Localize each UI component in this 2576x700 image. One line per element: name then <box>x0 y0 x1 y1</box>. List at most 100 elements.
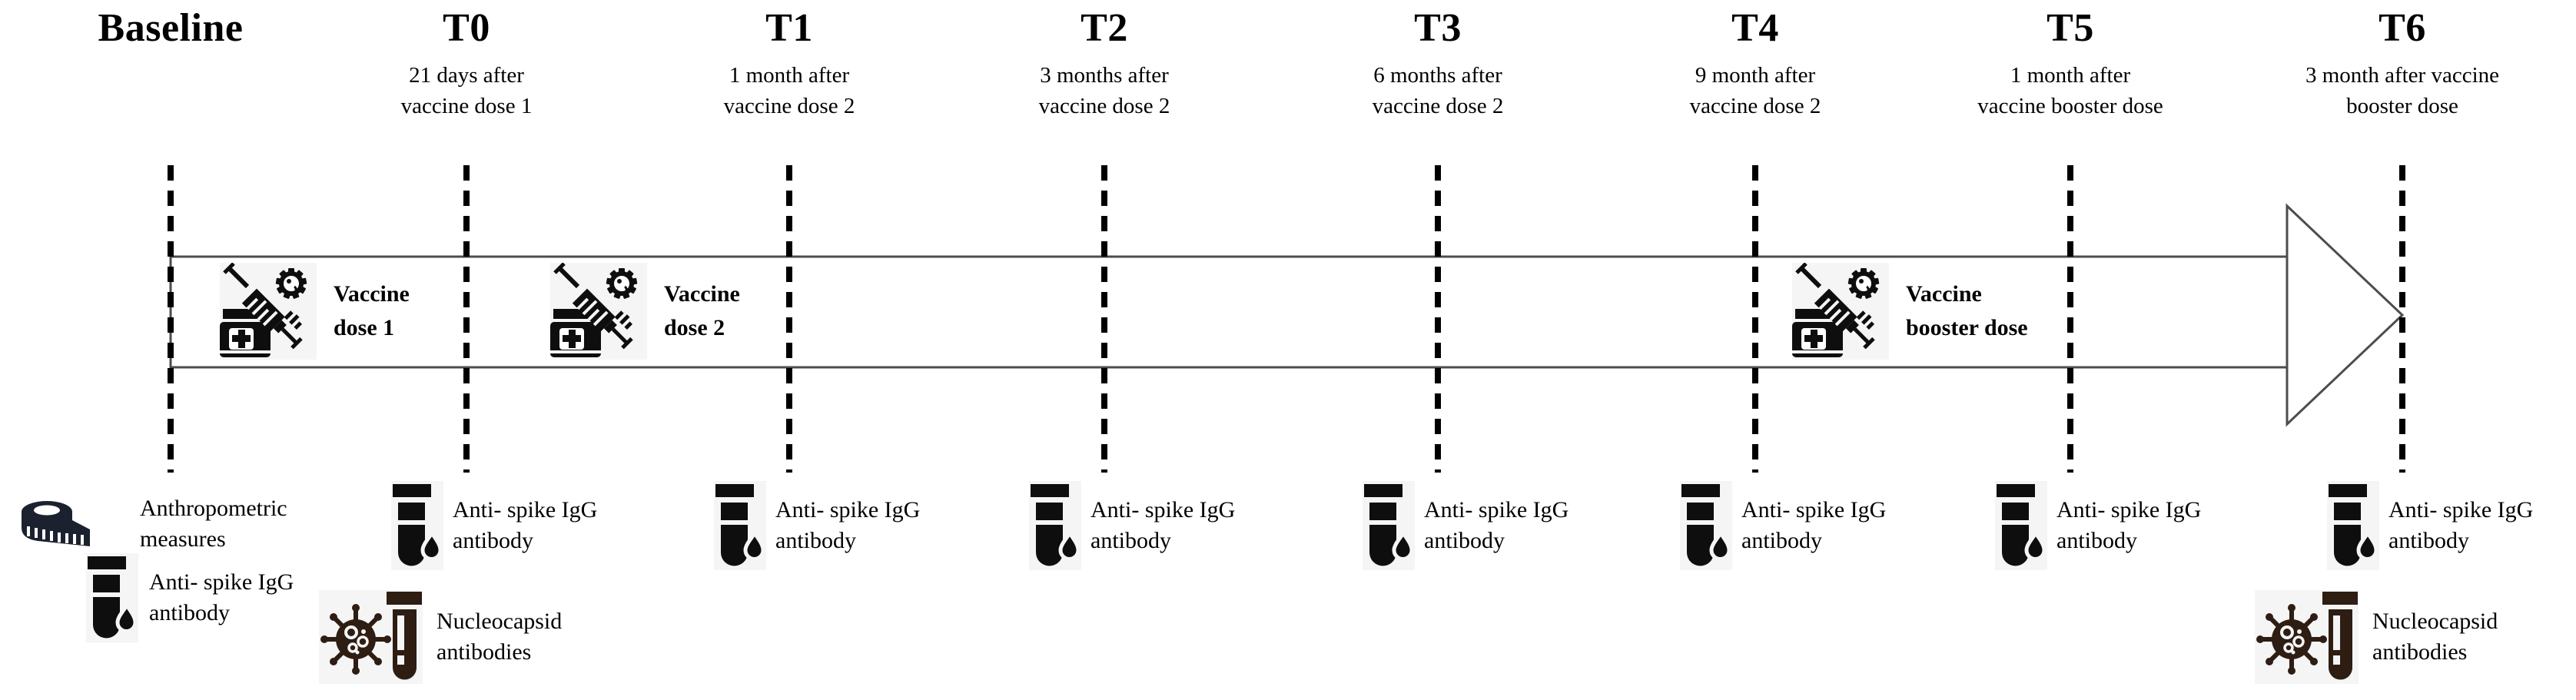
timepoint-dashed-line <box>1435 165 1441 473</box>
timepoint-subtitle-line: vaccine dose 2 <box>1689 94 1821 118</box>
sample-label-line: Nucleocapsid <box>2372 609 2498 634</box>
timepoint-subtitle-line: 6 months after <box>1373 63 1502 88</box>
sample-label-line: Anti- spike IgG <box>2056 497 2202 523</box>
timepoint-subtitle-line: vaccine dose 2 <box>723 94 855 118</box>
sample-row: Anti- spike IgG antibody <box>391 481 597 570</box>
timepoint-subtitle-line: 21 days after <box>409 63 524 88</box>
sample-label-line: Anti- spike IgG <box>149 569 294 595</box>
timepoint-subtitle-line: vaccine booster dose <box>1977 94 2163 118</box>
sample-label-line: Anthropometric <box>140 496 287 521</box>
sample-label-line: antibodies <box>2372 639 2468 665</box>
timepoint-label: T0 <box>443 6 490 50</box>
sample-label: Anti- spike IgG antibody <box>453 495 597 556</box>
timepoint-header-t5: T5 1 month after vaccine booster dose <box>1871 5 2270 121</box>
sample-label: Anthropometric measures <box>140 493 287 555</box>
timepoint-subtitle-line: booster dose <box>2346 94 2458 118</box>
timepoint-dashed-line <box>2399 165 2405 473</box>
timepoint-label: T1 <box>765 6 813 50</box>
sample-label-line: antibody <box>1424 528 1505 553</box>
sample-label-line: antibody <box>149 600 230 625</box>
timepoint-dashed-line <box>2067 165 2073 473</box>
sample-label-line: Anti- spike IgG <box>453 497 598 523</box>
sample-row: Anthropometric measures <box>19 493 287 555</box>
sample-label: Nucleocapsid antibodies <box>2372 606 2498 668</box>
vaccine-event-label-line: booster dose <box>1906 315 2028 340</box>
timepoint-header-t1: T1 1 month after vaccine dose 2 <box>589 5 989 121</box>
sample-label: Anti- spike IgG antibody <box>149 567 294 629</box>
timepoint-subtitle-line: vaccine dose 2 <box>1372 94 1504 118</box>
timepoint-subtitle: 1 month after vaccine booster dose <box>1871 60 2270 121</box>
sample-label-line: antibodies <box>437 639 532 665</box>
blood-tube-icon <box>2327 481 2379 570</box>
blood-tube-icon <box>1995 481 2047 570</box>
vaccine-event-label-line: Vaccine <box>664 281 740 307</box>
timepoint-subtitle-line: 1 month after <box>729 63 850 88</box>
blood-tube-icon <box>86 553 138 642</box>
vaccine-event-label: Vaccine dose 1 <box>334 277 410 345</box>
timepoint-header-t3: T3 6 months after vaccine dose 2 <box>1238 5 1638 121</box>
sample-label: Anti- spike IgG antibody <box>1424 495 1569 556</box>
timepoint-header-baseline: Baseline <box>0 5 370 60</box>
sample-row: Nucleocapsid antibodies <box>2255 590 2498 684</box>
sample-label-line: antibody <box>2056 528 2137 553</box>
timepoint-label: Baseline <box>98 6 244 50</box>
timepoint-label: T3 <box>1414 6 1462 50</box>
vaccine-event-label-line: dose 2 <box>664 315 725 340</box>
vaccine-event-label-line: Vaccine <box>1906 281 1982 307</box>
virus-tube-icon <box>2255 590 2359 684</box>
sample-row: Anti- spike IgG antibody <box>86 553 294 642</box>
sample-label-line: antibody <box>453 528 533 553</box>
syringe-vaccine-icon <box>550 262 647 360</box>
timepoint-subtitle-line: 9 month after <box>1695 63 1816 88</box>
timepoint-label: T6 <box>2378 6 2426 50</box>
timepoint-subtitle-line: vaccine dose 1 <box>400 94 533 118</box>
timepoint-subtitle: 21 days after vaccine dose 1 <box>267 60 666 121</box>
blood-tube-icon <box>1363 481 1415 570</box>
sample-label-line: Anti- spike IgG <box>2388 497 2534 523</box>
timepoint-dashed-line <box>463 165 470 473</box>
virus-tube-icon <box>319 590 423 684</box>
syringe-vaccine-icon <box>220 262 317 360</box>
sample-label: Anti- spike IgG antibody <box>2388 495 2533 556</box>
timepoint-dashed-line <box>1752 165 1758 473</box>
timepoint-dashed-line <box>168 165 174 473</box>
vaccine-event: Vaccine dose 2 <box>550 262 740 360</box>
vaccine-event-label-line: dose 1 <box>334 315 395 340</box>
sample-label-line: antibody <box>2388 528 2469 553</box>
timeline-arrow-head <box>2286 203 2405 427</box>
sample-row: Anti- spike IgG antibody <box>1363 481 1569 570</box>
vaccine-event: Vaccine dose 1 <box>220 262 410 360</box>
sample-row: Anti- spike IgG antibody <box>2327 481 2533 570</box>
timepoint-label: T5 <box>2047 6 2094 50</box>
sample-label-line: Anti- spike IgG <box>1741 497 1887 523</box>
timepoint-label: T2 <box>1081 6 1128 50</box>
timepoint-header-t4: T4 9 month after vaccine dose 2 <box>1555 5 1955 121</box>
syringe-vaccine-icon <box>1792 262 1889 360</box>
sample-label-line: antibody <box>775 528 856 553</box>
blood-tube-icon <box>1029 481 1081 570</box>
vaccine-event-label-line: Vaccine <box>334 281 410 307</box>
timepoint-subtitle-line: 3 month after vaccine <box>2305 63 2500 88</box>
timepoint-subtitle-line: 1 month after <box>2010 63 2131 88</box>
sample-label-line: measures <box>140 526 226 552</box>
sample-label-line: Anti- spike IgG <box>1424 497 1569 523</box>
timepoint-subtitle-line: vaccine dose 2 <box>1038 94 1170 118</box>
timepoint-label: T4 <box>1731 6 1779 50</box>
blood-tube-icon <box>714 481 766 570</box>
sample-row: Anti- spike IgG antibody <box>1995 481 2201 570</box>
timepoint-header-t6: T6 3 month after vaccine booster dose <box>2203 5 2576 121</box>
tape-measure-icon <box>19 500 92 548</box>
sample-label: Anti- spike IgG antibody <box>2056 495 2201 556</box>
timepoint-dashed-line <box>786 165 792 473</box>
sample-label-line: antibody <box>1090 528 1171 553</box>
vaccine-event-label: Vaccine booster dose <box>1906 277 2028 345</box>
timepoint-dashed-line <box>1101 165 1107 473</box>
